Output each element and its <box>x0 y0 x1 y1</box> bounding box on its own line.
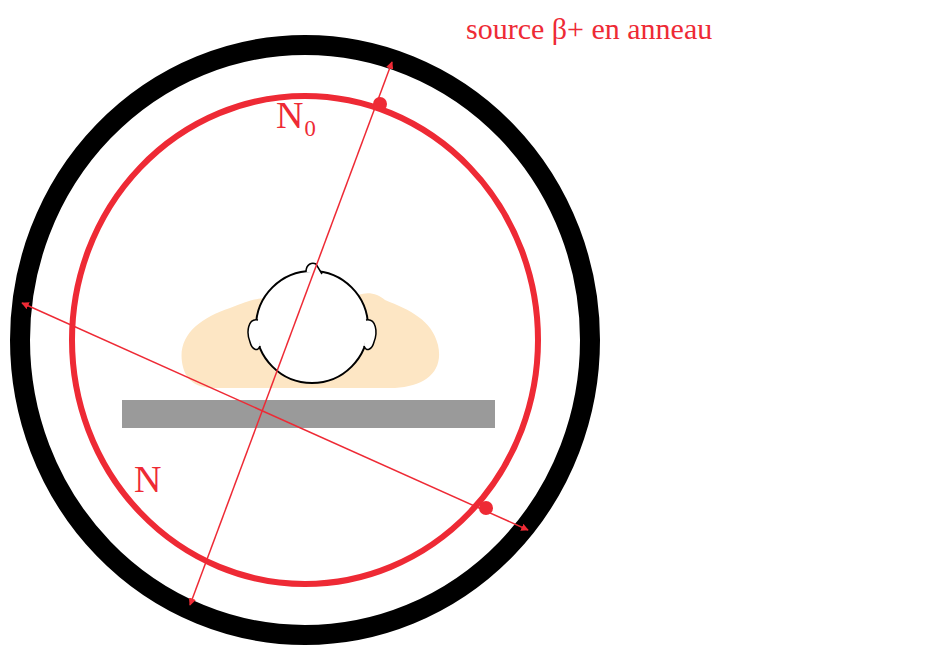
emission-point <box>479 501 493 515</box>
patient-ear <box>364 320 376 350</box>
count-label: N₀ <box>276 96 317 134</box>
patient-ear <box>248 320 260 350</box>
count-label: N <box>134 460 161 498</box>
patient-bed <box>122 400 495 428</box>
source-ring <box>72 96 538 584</box>
coincidence-line <box>22 303 528 530</box>
emission-point <box>373 97 387 111</box>
detector-ring <box>20 45 590 635</box>
patient-head <box>256 271 368 383</box>
source-label: source β+ en anneau <box>466 14 712 44</box>
coincidence-line <box>190 62 392 605</box>
